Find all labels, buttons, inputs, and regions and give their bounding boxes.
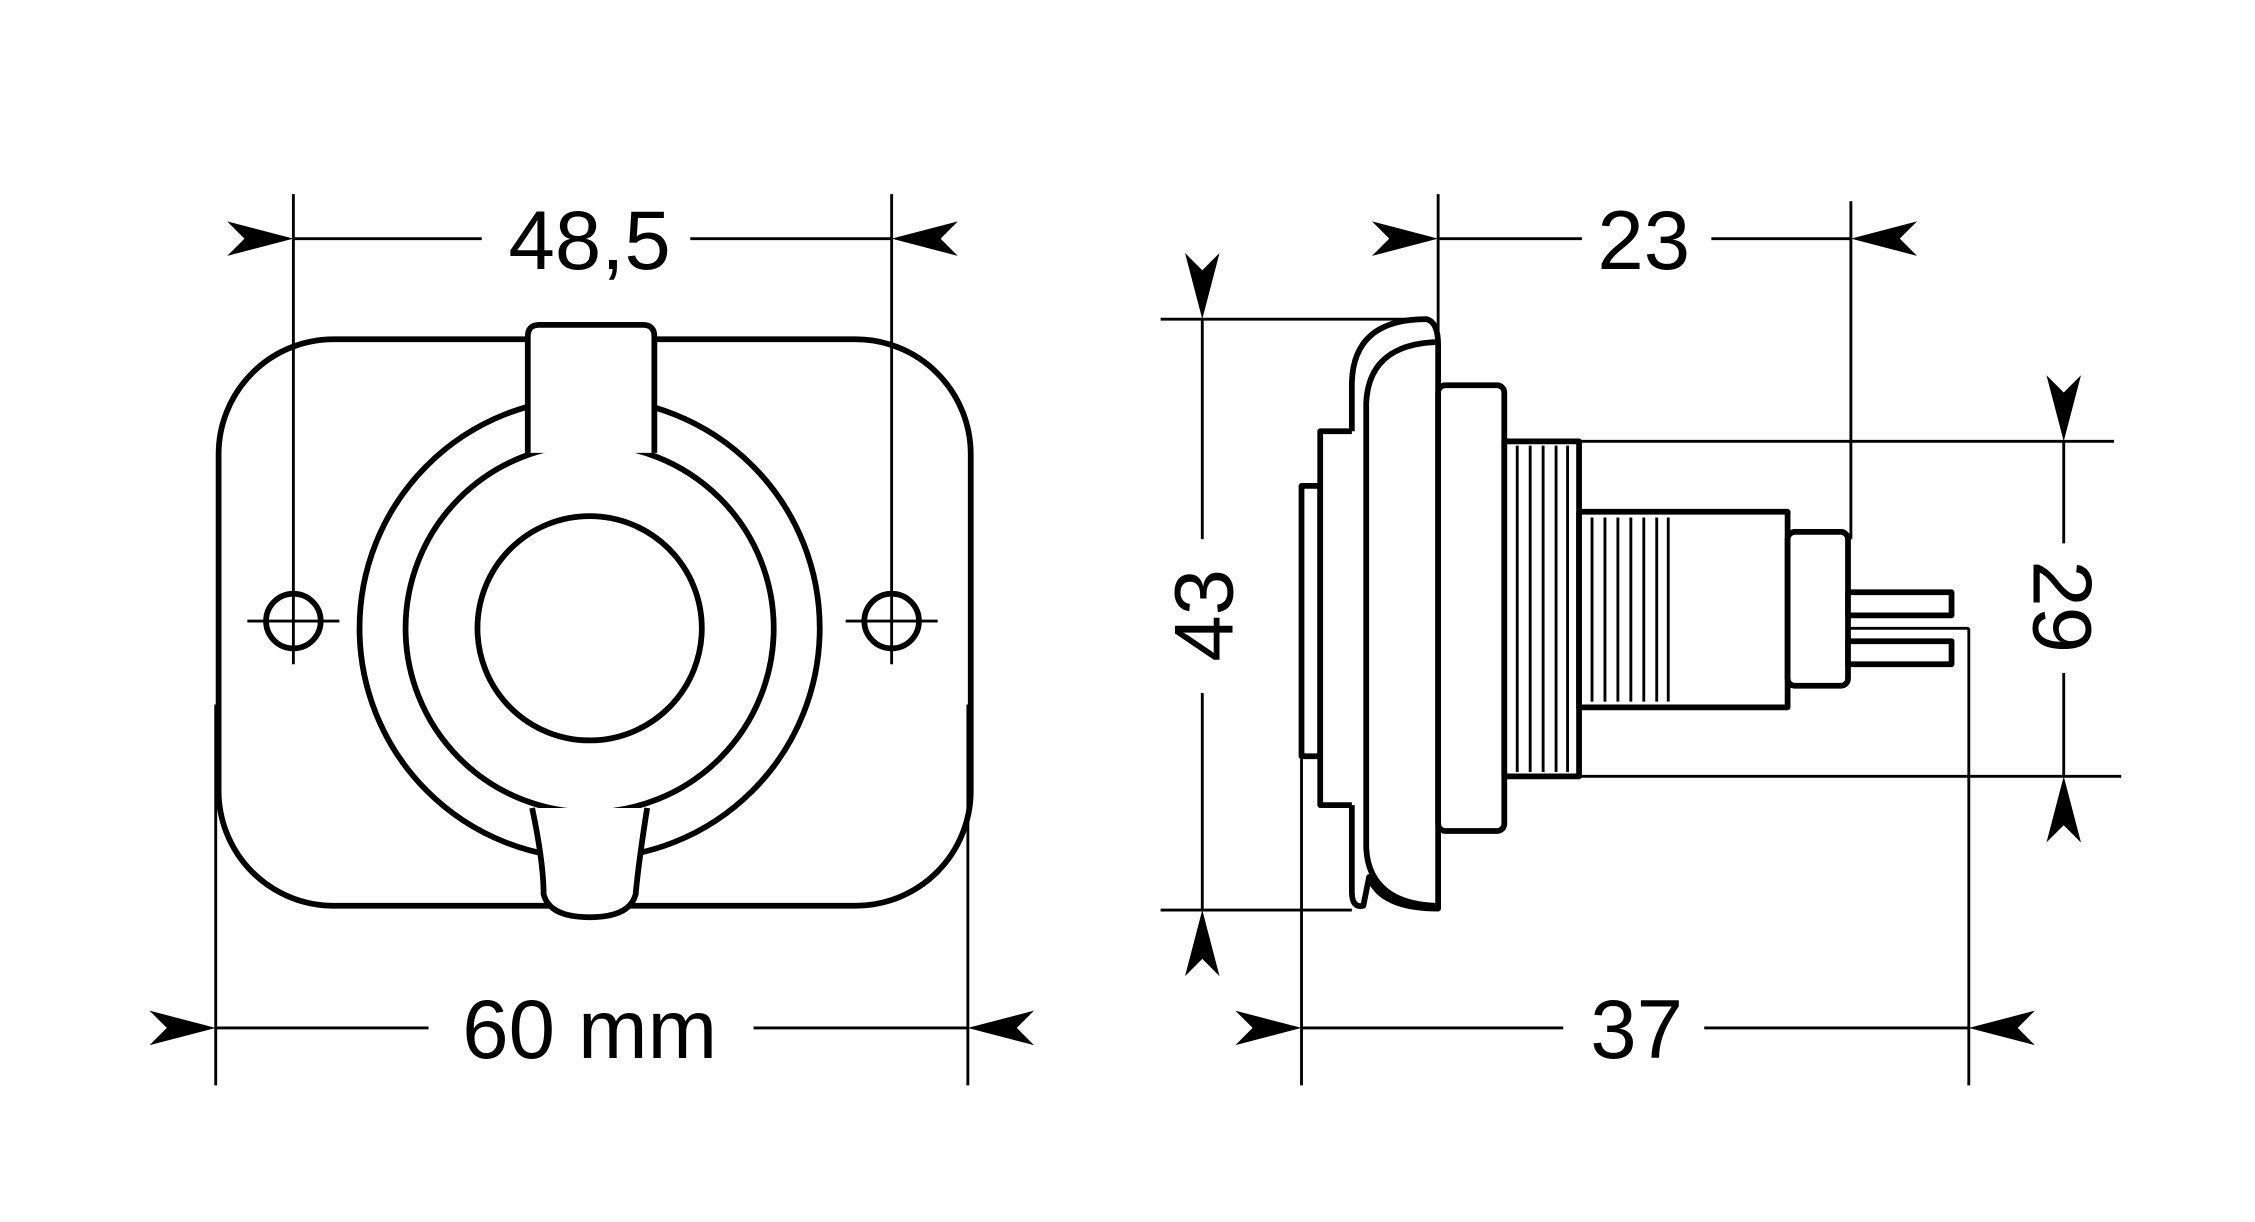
socket-opening — [474, 513, 705, 744]
rear-thread-lines — [1590, 517, 1670, 702]
dim-label-60mm: 60 mm — [462, 983, 717, 1076]
dim-label-48-5: 48,5 — [508, 194, 670, 287]
outer-ring — [356, 395, 823, 862]
dimension-thread-diameter: 29 — [2016, 375, 2109, 843]
rear-body — [1576, 508, 1791, 711]
dim-label-29: 29 — [2016, 560, 2109, 653]
bezel-inner — [1363, 339, 1436, 909]
lid-grip-tab — [529, 807, 651, 921]
dim-label-37: 37 — [1590, 983, 1683, 1076]
terminal-pin-bottom — [1845, 638, 1955, 668]
front-view: 48,5 60 mm — [149, 194, 1035, 1086]
side-view: 23 43 29 37 — [1157, 194, 2122, 1086]
rear-cap — [1784, 529, 1851, 689]
dimension-front-depth: 23 — [1371, 194, 1918, 287]
terminal-pin-top — [1845, 589, 1955, 619]
dimension-total-depth: 37 — [1235, 983, 2035, 1076]
dimension-width: 60 mm — [149, 983, 1035, 1076]
flange — [1435, 382, 1508, 834]
dim-label-43: 43 — [1157, 569, 1250, 662]
thread-lines — [1515, 445, 1570, 773]
lid-hinge-tab — [524, 322, 658, 453]
dimension-hole-spacing: 48,5 — [227, 194, 958, 287]
dimension-height: 43 — [1157, 253, 1250, 977]
dim-label-23: 23 — [1597, 194, 1690, 287]
